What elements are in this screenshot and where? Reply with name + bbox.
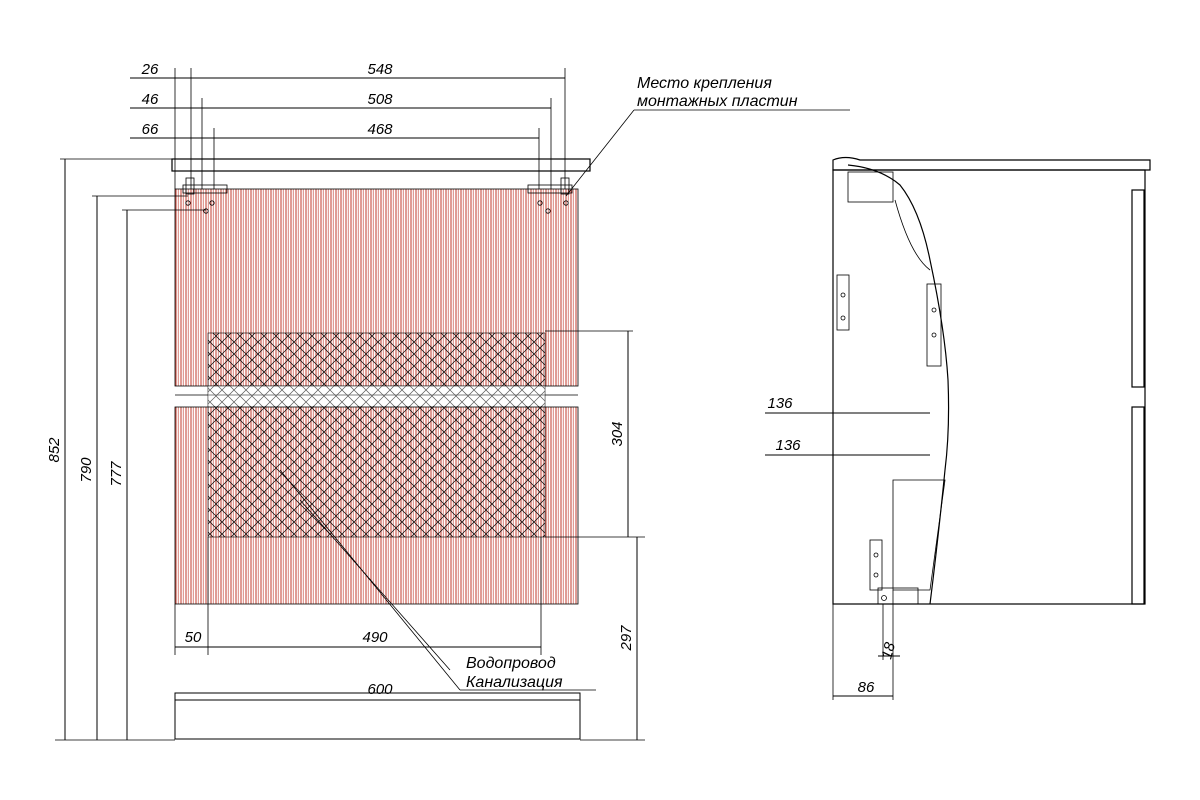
side-drawer-front-upper	[1131, 189, 1145, 388]
plumbing-notes: Водопровод Канализация	[279, 469, 596, 691]
dim-50: 50	[185, 629, 202, 646]
dim-852: 852	[46, 437, 63, 463]
mounting-plate-left	[182, 177, 228, 214]
dim-468: 468	[367, 121, 393, 138]
dim-66: 66	[142, 121, 159, 138]
dim-136-b: 136	[775, 437, 801, 454]
front-view	[171, 158, 591, 740]
bottom-dimensions: 50 490 600	[174, 537, 580, 701]
top-dimensions: 26 548 46 508 66 468	[130, 61, 566, 189]
side-drawer-front-lower	[1131, 406, 1145, 605]
dim-297: 297	[618, 625, 635, 652]
mount-note: Место крепления монтажных пластин	[565, 75, 850, 197]
side-view	[832, 156, 1151, 605]
height-dimensions: 852 790 777	[46, 158, 206, 741]
note-water: Водопровод	[466, 655, 556, 672]
dim-548: 548	[367, 61, 393, 78]
dim-46: 46	[142, 91, 159, 108]
dim-136-a: 136	[767, 395, 793, 412]
note-mount-line1: Место крепления	[637, 75, 772, 92]
dim-490: 490	[362, 629, 388, 646]
lower-fitting	[892, 479, 946, 591]
note-mount-line2: монтажных пластин	[637, 93, 798, 110]
dim-777: 777	[108, 461, 125, 487]
dim-600: 600	[367, 681, 393, 698]
side-countertop	[832, 156, 1151, 171]
siphon-profile	[847, 164, 950, 605]
plumbing-zone	[207, 332, 546, 538]
side-cabinet-body	[832, 169, 1146, 605]
dim-26: 26	[141, 61, 159, 78]
countertop	[171, 158, 591, 172]
drawer-gap-band	[208, 386, 545, 406]
side-dimensions: 136 136 18 86	[765, 395, 930, 700]
right-dimensions: 304 297	[545, 330, 645, 741]
dim-790: 790	[78, 457, 95, 483]
dim-508: 508	[367, 91, 393, 108]
dim-18: 18	[878, 640, 899, 661]
dim-304: 304	[609, 421, 626, 446]
dim-86: 86	[858, 679, 875, 696]
floor-line	[174, 692, 581, 740]
note-sewer: Канализация	[466, 674, 563, 691]
